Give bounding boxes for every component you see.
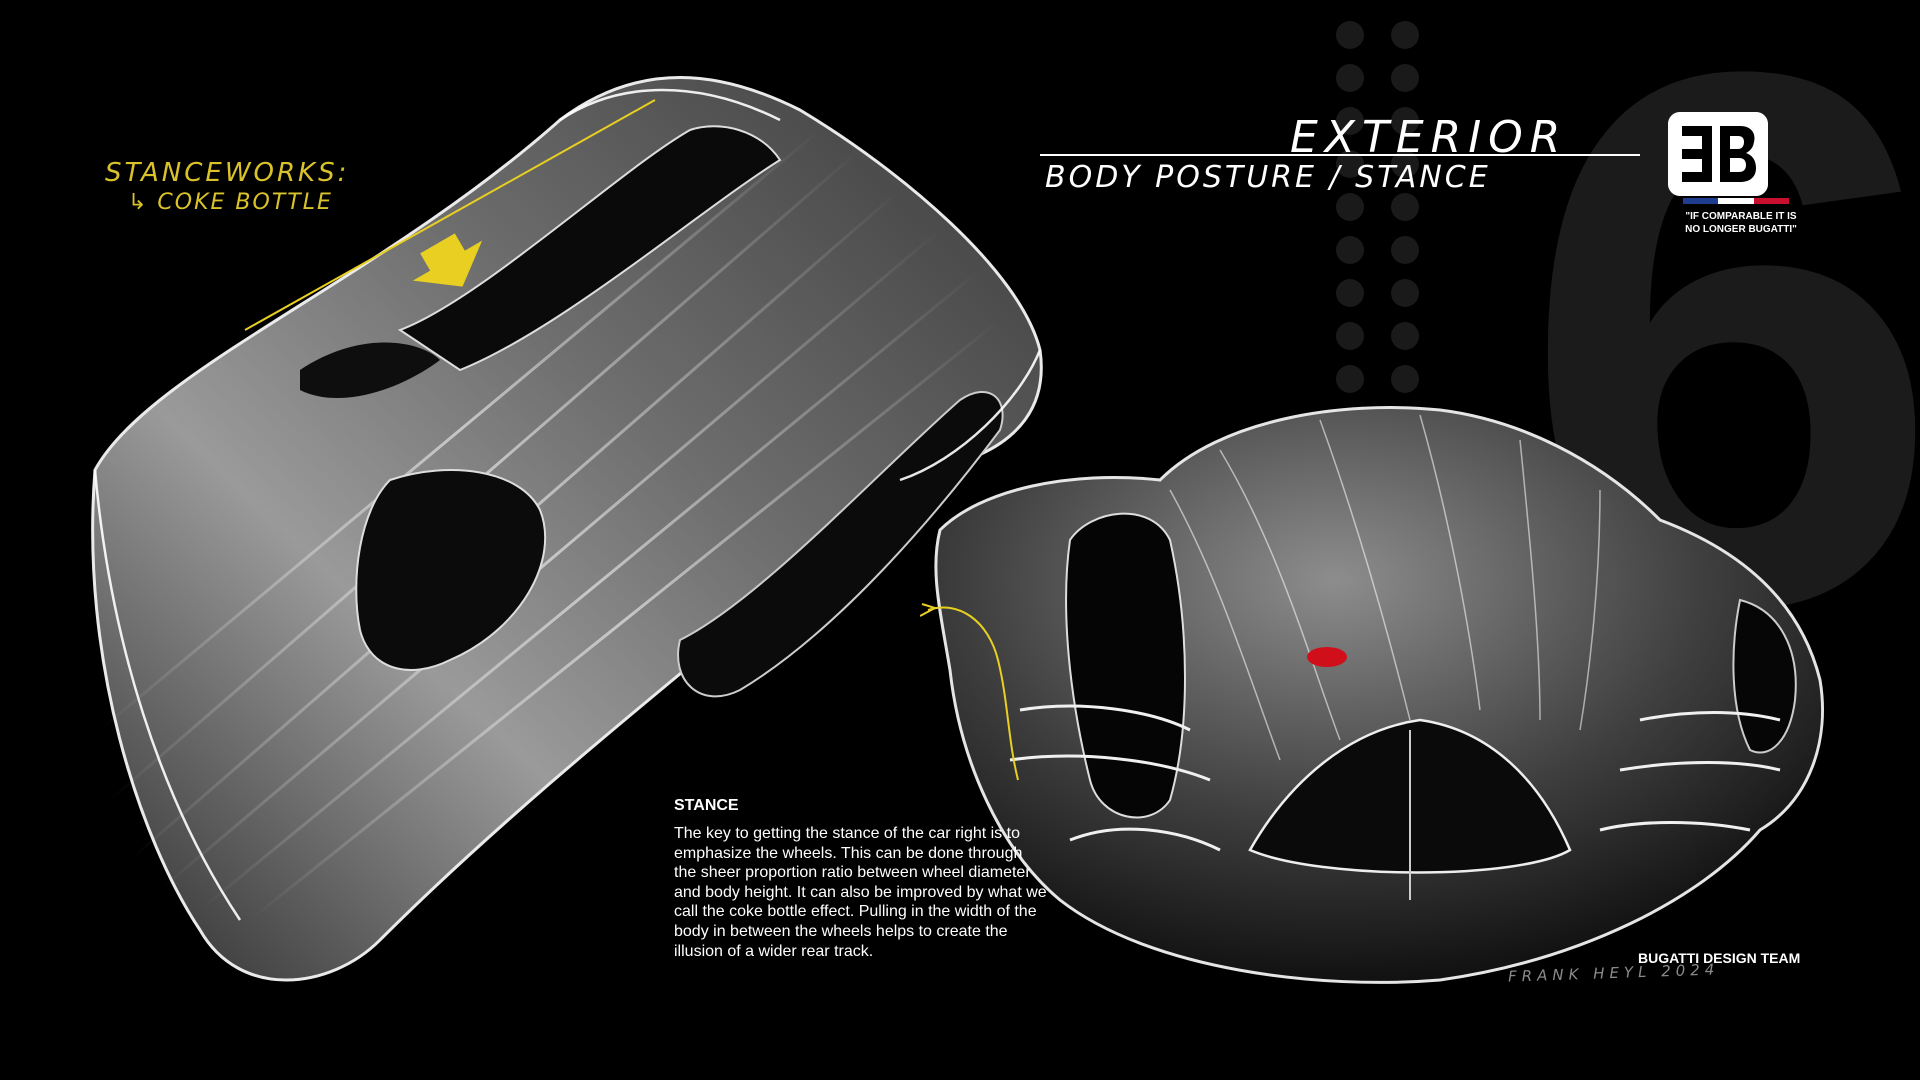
title-divider [1040, 154, 1640, 156]
flag-blue [1683, 198, 1719, 204]
stance-body: The key to getting the stance of the car… [674, 825, 1047, 960]
bugatti-eb-logo-icon [1668, 112, 1768, 196]
tricolor-flag-stripe [1683, 198, 1789, 204]
annotation-title: STANCEWORKS: [105, 158, 350, 188]
stance-heading: STANCE [674, 797, 739, 814]
annotation-subtitle: ↳ COKE BOTTLE [128, 190, 333, 215]
dot-grid-decoration [1336, 21, 1419, 393]
flag-red [1753, 198, 1789, 204]
top-view-car-sketch [91, 76, 1043, 982]
brand-tagline: "IF COMPARABLE IT IS NO LONGER BUGATTI" [1685, 211, 1797, 235]
design-team-credit: BUGATTI DESIGN TEAM [1638, 950, 1801, 966]
section-subtitle: BODY POSTURE / STANCE [1045, 160, 1491, 195]
stance-text-block: STANCE The key to getting the stance of … [674, 797, 1049, 961]
rear-view-car-sketch [920, 406, 1824, 984]
flag-white [1718, 198, 1754, 204]
